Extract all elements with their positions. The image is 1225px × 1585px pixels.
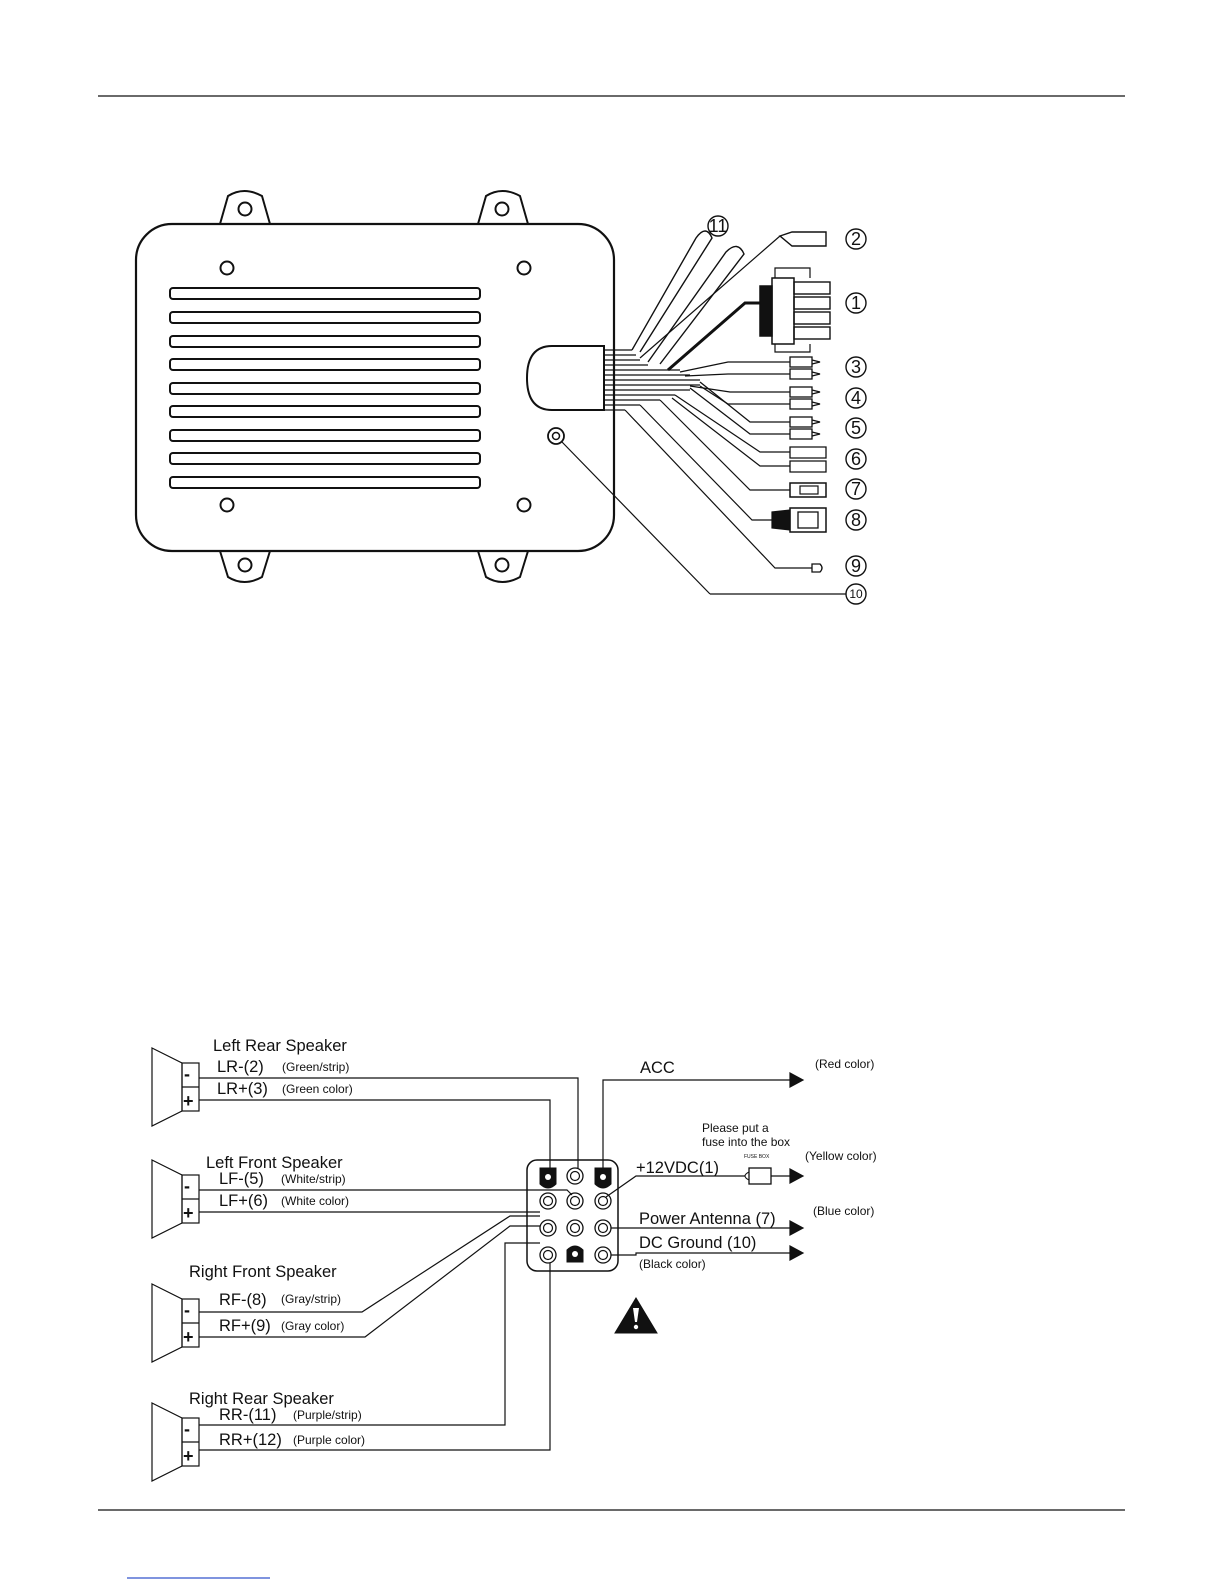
fuse-note-line2: fuse into the box <box>702 1135 790 1149</box>
terminal-minus: - <box>184 1064 190 1084</box>
right-rear-title: Right Rear Speaker <box>189 1390 334 1408</box>
right-front-pos-color: (Gray color) <box>281 1319 344 1333</box>
wiring-diagram <box>151 1047 805 1482</box>
terminal-plus: + <box>183 1446 194 1466</box>
speaker-wires <box>199 1077 579 1451</box>
terminal-minus: - <box>184 1419 190 1439</box>
left-rear-pos: LR+(3) <box>217 1080 268 1098</box>
terminal-plus: + <box>183 1203 194 1223</box>
left-front-pos: LF+(6) <box>219 1192 268 1210</box>
left-rear-pos-color: (Green color) <box>282 1082 353 1096</box>
right-rear-neg-color: (Purple/strip) <box>293 1408 362 1422</box>
acc-color: (Red color) <box>815 1057 874 1071</box>
unit-drawing <box>134 190 867 605</box>
speaker-right-front <box>151 1283 200 1363</box>
power-wires <box>602 1071 805 1262</box>
right-rear-pos-color: (Purple color) <box>293 1433 365 1447</box>
antenna-label: Power Antenna (7) <box>639 1210 776 1228</box>
callout-1: 1 <box>851 293 861 313</box>
ground-color: (Black color) <box>639 1257 706 1271</box>
v12-color: (Yellow color) <box>805 1149 877 1163</box>
callout-3: 3 <box>851 357 861 377</box>
callout-2: 2 <box>851 229 861 249</box>
ground-label: DC Ground (10) <box>639 1234 756 1252</box>
callout-6: 6 <box>851 449 861 469</box>
cable-grommet <box>525 345 605 411</box>
right-front-neg: RF-(8) <box>219 1291 267 1309</box>
left-rear-neg-color: (Green/strip) <box>282 1060 349 1074</box>
callout-circles <box>707 215 867 605</box>
terminal-plus: + <box>183 1327 194 1347</box>
rca-connectors <box>679 356 821 440</box>
callout-4: 4 <box>851 388 861 408</box>
left-front-neg-color: (White/strip) <box>281 1172 346 1186</box>
vent-slots <box>169 287 481 489</box>
left-front-title: Left Front Speaker <box>206 1154 343 1172</box>
right-front-neg-color: (Gray/strip) <box>281 1292 341 1306</box>
callout-9: 9 <box>851 556 861 576</box>
fuse-box-label: FUSE BOX <box>744 1154 770 1160</box>
fuse-note-line1: Please put a <box>702 1121 769 1135</box>
right-rear-neg: RR-(11) <box>219 1406 276 1424</box>
acc-label: ACC <box>640 1059 675 1077</box>
left-front-pos-color: (White color) <box>281 1194 349 1208</box>
speaker-right-rear <box>151 1402 200 1482</box>
callout-11: 11 <box>709 216 728 236</box>
callout-7: 7 <box>851 479 861 499</box>
right-rear-pos: RR+(12) <box>219 1431 282 1449</box>
callout-10: 10 <box>849 587 863 601</box>
left-rear-title: Left Rear Speaker <box>213 1037 347 1055</box>
speaker-left-front <box>151 1159 200 1239</box>
right-front-pos: RF+(9) <box>219 1317 271 1335</box>
right-front-title: Right Front Speaker <box>189 1263 337 1281</box>
wire-bundle <box>604 349 700 411</box>
terminal-minus: - <box>184 1176 190 1196</box>
left-front-neg: LF-(5) <box>219 1170 264 1188</box>
terminal-minus: - <box>184 1300 190 1320</box>
left-rear-neg: LR-(2) <box>217 1058 264 1076</box>
speaker-left-rear <box>151 1047 200 1127</box>
terminal-plus: + <box>183 1091 194 1111</box>
unit-body <box>134 222 616 553</box>
callout-8: 8 <box>851 510 861 530</box>
callout-5: 5 <box>851 418 861 438</box>
v12-label: +12VDC(1) <box>636 1159 719 1177</box>
text-layer: 11 2 1 3 4 5 6 7 8 9 10 Left Rear Speake… <box>183 216 877 1466</box>
antenna-color: (Blue color) <box>813 1204 874 1218</box>
warning-triangle-icon <box>614 1297 658 1334</box>
